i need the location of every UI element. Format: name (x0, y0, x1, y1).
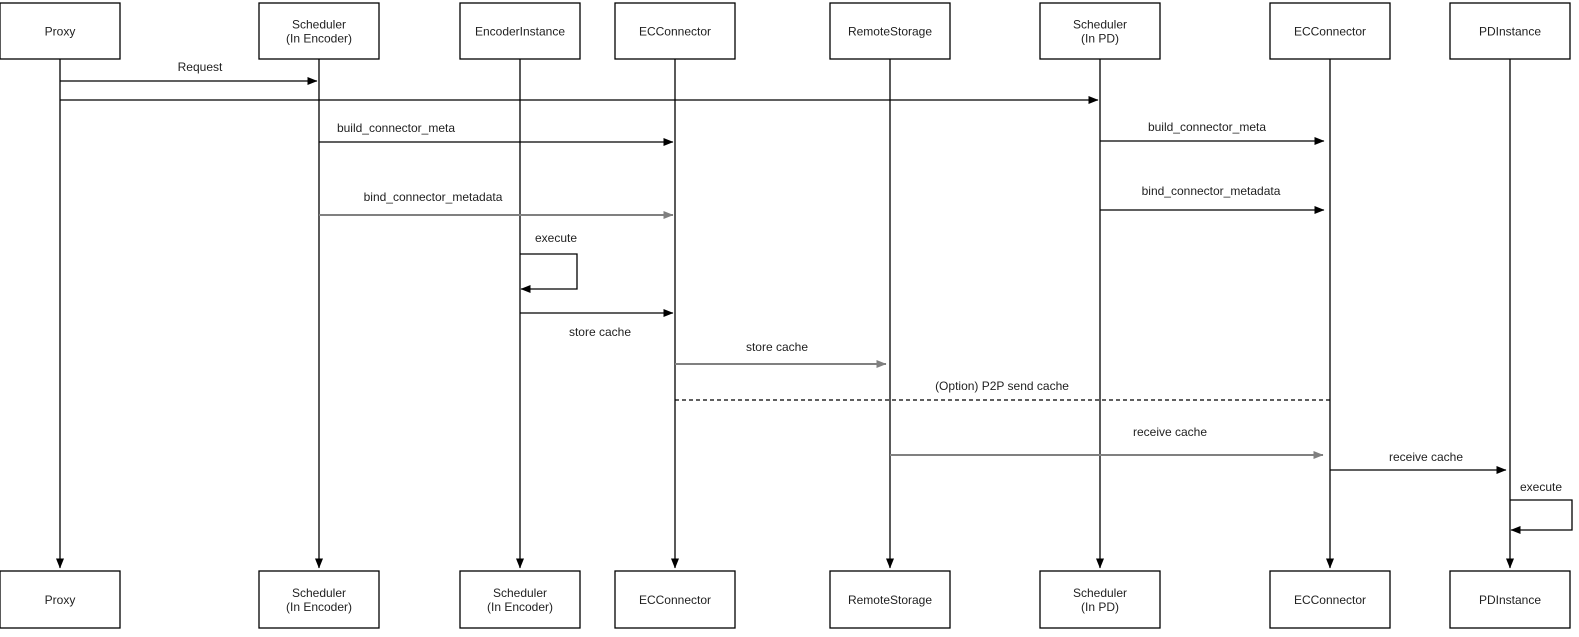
message-bind-connector-metadata-5-label: bind_connector_metadata (1142, 184, 1281, 198)
message-bind-connector-metadata-3-label: bind_connector_metadata (364, 190, 503, 204)
actor-bottom-box-scheduler-pd (1039, 570, 1161, 629)
actor-bottom-box-ecconnector-right (1269, 570, 1391, 629)
actor-bottom-box-pd-instance (1449, 570, 1571, 629)
actor-bottom-label-scheduler-encoder: Scheduler(In Encoder) (286, 586, 352, 614)
message-receive-cache-10-label: receive cache (1389, 450, 1463, 464)
actor-top-box-scheduler-pd (1039, 2, 1161, 60)
actor-bottom-box-scheduler-encoder (258, 570, 380, 629)
self-loop-execute-1 (1510, 499, 1573, 534)
actor-top-label-encoder-instance: EncoderInstance (475, 24, 565, 38)
actor-bottom-label-proxy: Proxy (45, 593, 76, 607)
actor-top-box-remote-storage (829, 2, 951, 60)
actor-bottom-box-proxy (0, 570, 121, 629)
actor-bottom-box-ecconnector-left (614, 570, 736, 629)
actor-top-label-proxy: Proxy (45, 24, 76, 38)
actor-bottom-label-pd-instance: PDInstance (1479, 593, 1541, 607)
actor-bottom-label-scheduler-pd: Scheduler(In PD) (1073, 586, 1127, 614)
actor-bottom-box-encoder-instance (459, 570, 581, 629)
actor-bottom-label-remote-storage: RemoteStorage (848, 593, 932, 607)
actor-top-label-remote-storage: RemoteStorage (848, 24, 932, 38)
message-receive-cache-9-label: receive cache (1133, 425, 1207, 439)
actor-top-box-ecconnector-right (1269, 2, 1391, 60)
actor-top-box-scheduler-encoder (258, 2, 380, 60)
actor-bottom-label-ecconnector-right: ECConnector (1294, 593, 1366, 607)
actor-top-label-scheduler-pd: Scheduler(In PD) (1073, 17, 1127, 45)
message-option-p2p-send-cache-8-label: (Option) P2P send cache (935, 379, 1069, 393)
actor-top-label-pd-instance: PDInstance (1479, 24, 1541, 38)
actor-bottom-label-encoder-instance: Scheduler(In Encoder) (487, 586, 553, 614)
self-loop-execute-1-label: execute (1520, 480, 1562, 494)
actor-top-box-proxy (0, 2, 121, 60)
actor-top-label-scheduler-encoder: Scheduler(In Encoder) (286, 17, 352, 45)
actor-bottom-box-remote-storage (829, 570, 951, 629)
message-store-cache-7-label: store cache (746, 340, 808, 354)
self-loop-execute-0-label: execute (535, 231, 577, 245)
message-build-connector-meta-2-label: build_connector_meta (337, 121, 455, 135)
self-loop-execute-0 (520, 253, 578, 293)
actor-top-label-ecconnector-left: ECConnector (639, 24, 711, 38)
message-build-connector-meta-4-label: build_connector_meta (1148, 120, 1266, 134)
message-store-cache-6-label: store cache (569, 325, 631, 339)
message-request-0-label: Request (178, 60, 223, 74)
actor-top-box-ecconnector-left (614, 2, 736, 60)
actor-bottom-label-ecconnector-left: ECConnector (639, 593, 711, 607)
actor-top-box-pd-instance (1449, 2, 1571, 60)
actor-top-label-ecconnector-right: ECConnector (1294, 24, 1366, 38)
actor-top-box-encoder-instance (459, 2, 581, 60)
